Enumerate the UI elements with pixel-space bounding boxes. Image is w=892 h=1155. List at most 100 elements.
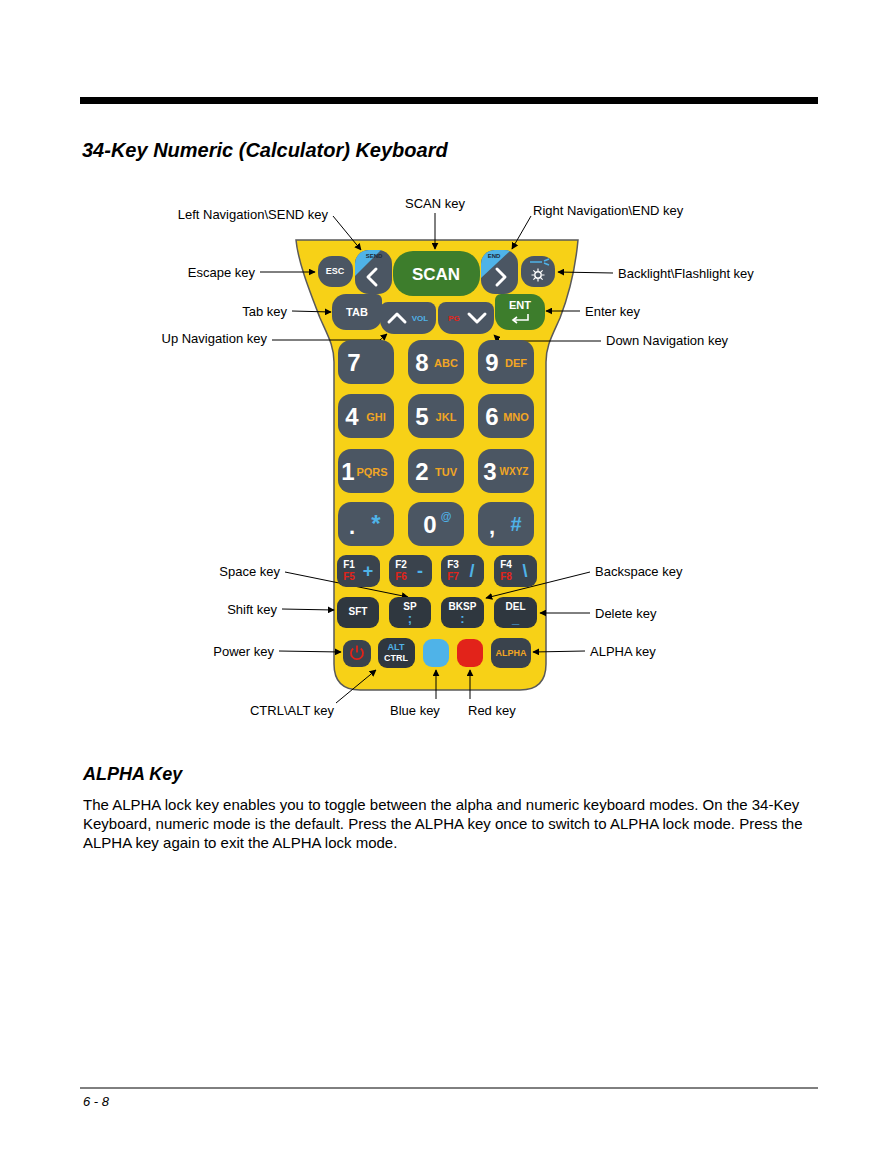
key-legend: SFT [349,607,368,617]
callout-label: Enter key [584,304,641,319]
callout-label: Backspace key [594,564,683,579]
power-key [343,640,371,667]
keyboard-key: 7 [338,340,394,384]
keyboard-key: ALTCTRL [378,638,415,668]
key-legend: F4 [500,560,512,570]
keyboard-key: F1F5 + [337,555,380,587]
key-legend: TUV [435,467,457,478]
keyboard-key: F4F8 \ [494,555,537,587]
key-legend: 5 [415,405,428,429]
key-legend: 6 [485,405,498,429]
keyboard-key: 8ABC [408,340,464,384]
key-legend: JKL [436,412,457,423]
header-rule [80,97,818,104]
callout-label: CTRL\ALT key [249,703,335,718]
key-legend: _ [512,612,519,625]
callout-label: Down Navigation key [605,333,729,348]
callout-label: Blue key [389,703,441,718]
key-legend: 9 [485,351,498,375]
callout-label: Backlight\Flashlight key [617,266,755,281]
key-legend: PQRS [356,467,387,478]
key-legend: TAB [346,307,368,318]
key-legend: / [469,562,474,580]
footer-rule [80,1088,818,1089]
keyboard-key: 9DEF [478,340,534,384]
keyboard-key: F3F7 / [441,555,484,587]
key-legend: , [489,516,495,538]
key-legend: 8 [415,351,428,375]
key-legend: GHI [366,412,386,423]
callout-label: Red key [467,703,517,718]
key-legend: ALT [388,643,405,652]
key-legend: BKSP [449,602,477,612]
key-legend: @ [441,511,452,522]
callout-label: Up Navigation key [161,331,269,346]
keyboard-key: F2F6- [389,555,432,587]
key-legend: 3 [483,460,496,484]
keyboard-key: ,# [478,502,534,546]
key-legend: F1 [343,560,355,570]
callout-label: SCAN key [404,196,466,211]
page-title: 34-Key Numeric (Calculator) Keyboard [82,139,448,162]
keyboard-key: ALPHA [491,638,531,668]
key-legend: * [371,512,380,536]
key-legend: SEND [366,253,383,259]
keyboard-key: SEND [355,250,392,294]
keyboard-key: 1PQRS [338,449,394,493]
keyboard-key: SP; [389,597,431,628]
keyboard-key: 5 JKL [408,394,464,438]
key-legend: VOL [412,315,428,323]
section-heading: ALPHA Key [82,763,183,785]
callout-label: Right Navigation\END key [532,203,684,218]
key-legend: + [363,562,374,580]
keyboard-key: BKSP: [441,597,484,628]
blue-key [423,639,449,667]
key-legend: ENT [509,300,531,311]
key-legend: WXYZ [500,467,529,477]
keyboard-key: ENT [495,294,545,330]
key-legend: - [417,562,423,580]
callout-label: Shift key [226,602,278,617]
callout-label: Space key [218,564,281,579]
callout-label: Left Navigation\SEND key [177,207,329,222]
callout-label: Delete key [594,606,657,621]
keyboard-body [296,240,578,690]
keyboard-key: VOL [380,302,436,334]
key-legend: PG [448,315,460,323]
key-legend: F8 [500,572,512,582]
key-legend: # [510,514,521,534]
keyboard-key: .* [338,502,394,546]
key-legend: ALPHA [496,649,527,658]
key-legend: MNO [503,412,529,423]
key-legend: 4 [345,405,358,429]
key-legend: 2 [415,460,428,484]
key-legend: ESC [326,267,345,276]
key-legend: . [349,516,355,538]
key-legend: F3 [447,560,459,570]
keyboard-key: DEL_ [494,597,537,628]
keyboard-key: SFT [337,597,379,628]
key-legend: END [488,253,501,259]
key-legend: 0 [423,513,436,537]
leader-lines [260,213,613,703]
red-key [457,639,483,667]
keyboard-key: PG [438,302,494,334]
key-legend: F7 [447,572,459,582]
key-legend: F5 [343,572,355,582]
callout-label: ALPHA key [589,644,657,659]
keyboard-key: 2 TUV [408,449,464,493]
callout-label: Escape key [187,265,256,280]
key-legend: \ [522,562,527,580]
body-paragraph: The ALPHA lock key enables you to toggle… [82,795,824,852]
keyboard-key: ESC [318,256,353,287]
callout-label: Tab key [241,304,288,319]
key-legend: F6 [395,572,407,582]
keyboard-key: 6 MNO [478,394,534,438]
key-legend: : [460,612,464,625]
keyboard-key: 0@ [408,502,464,546]
key-icon [438,302,494,334]
key-legend: F2 [395,560,407,570]
keyboard-key: 4 GHI [338,394,394,438]
callout-label: Power key [212,644,275,659]
backlight-key [521,256,555,287]
